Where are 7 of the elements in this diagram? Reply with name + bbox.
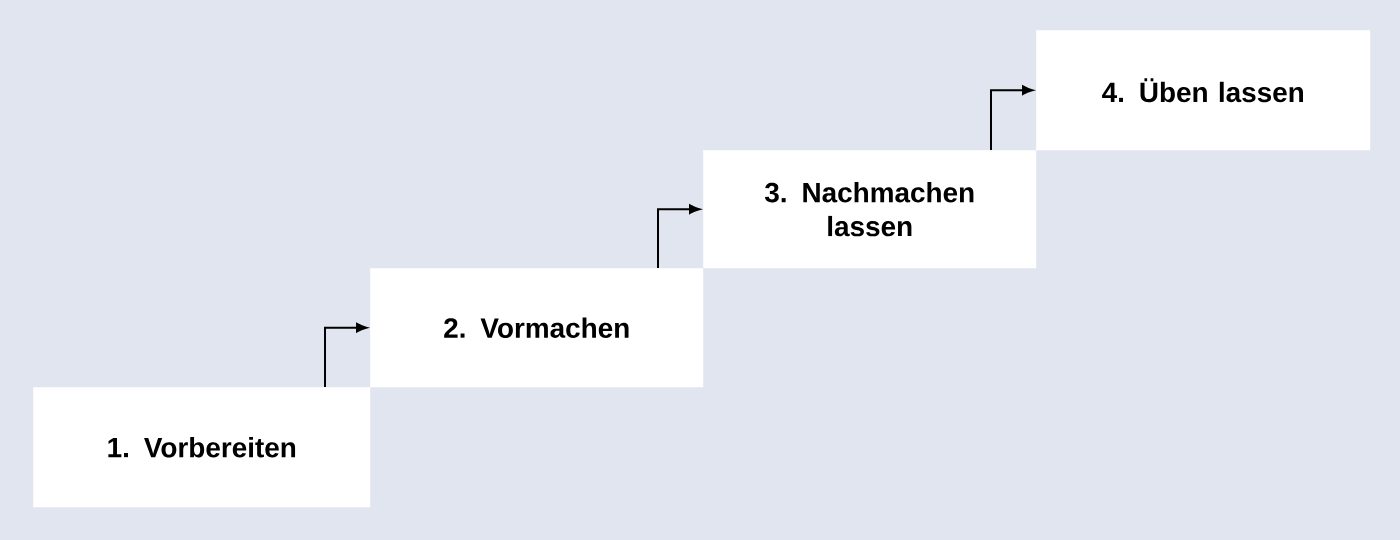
arrow: [657, 204, 701, 269]
step-box: 4. Üben lassen: [1036, 30, 1371, 151]
step-box: 1. Vorbereiten: [33, 387, 371, 508]
arrow: [990, 85, 1034, 151]
step-box: 2. Vormachen: [370, 268, 704, 388]
arrow: [324, 323, 368, 388]
step-box: 3. Nachmachen lassen: [703, 150, 1037, 269]
